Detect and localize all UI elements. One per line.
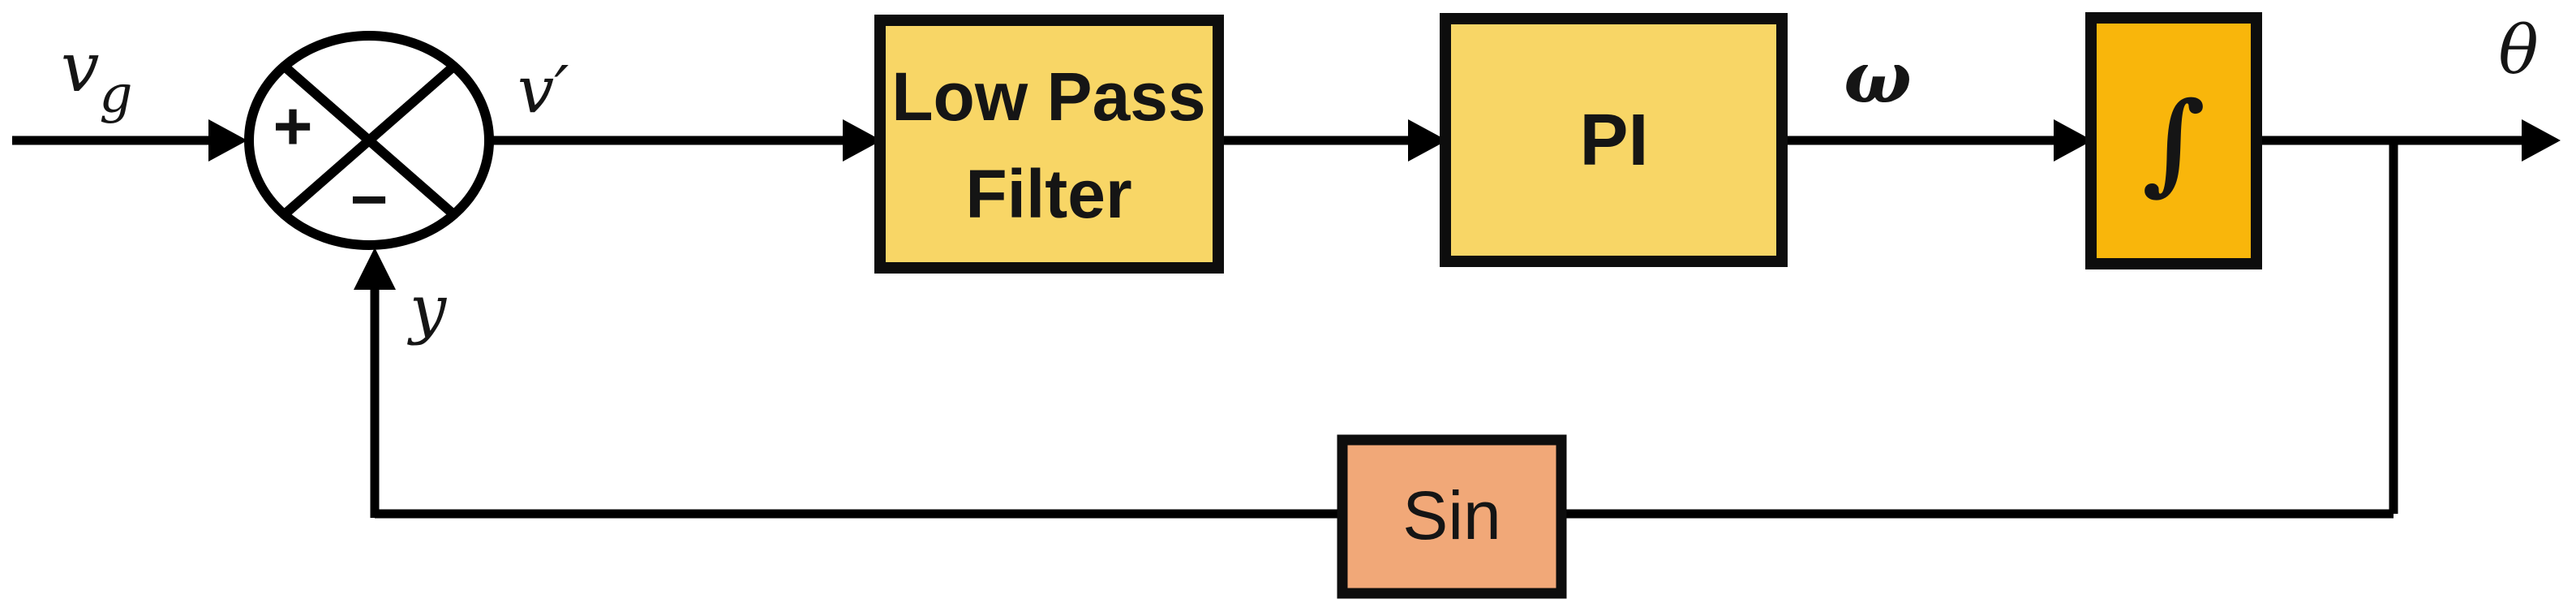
pi-block: PI	[1440, 13, 1788, 267]
low-pass-filter-label-line1: Low Pass	[891, 58, 1205, 135]
input-signal-base: v	[61, 28, 99, 107]
arrowhead-into-integrator	[2054, 119, 2093, 162]
integrator-rect	[2085, 12, 2262, 269]
sin-rect	[1337, 434, 1567, 599]
minus-sign: −	[350, 163, 389, 235]
arrowhead-output	[2522, 119, 2561, 162]
arrowhead-into-pi	[1408, 119, 1447, 162]
input-signal-label: vg	[61, 28, 132, 125]
low-pass-filter-label-line2: Filter	[965, 156, 1131, 232]
plus-sign: +	[273, 88, 312, 164]
summing-junction-cross-line2	[282, 63, 456, 218]
arrowhead-into-summer	[208, 119, 247, 162]
feedback-signal-label: y	[407, 271, 448, 347]
low-pass-filter-block: Low Pass Filter	[874, 15, 1224, 274]
omega-signal-label: ω	[1844, 35, 1912, 119]
arrowhead-feedback-up	[354, 248, 396, 290]
sin-block: Sin	[1337, 434, 1567, 599]
pi-rect	[1440, 13, 1788, 267]
input-signal-subscript: g	[99, 65, 132, 125]
error-signal-label: v′	[517, 52, 569, 127]
arrowheads	[208, 119, 2561, 290]
summing-junction: + −	[244, 31, 494, 250]
integrator-label: ∫	[2142, 77, 2205, 206]
pi-label: PI	[1579, 100, 1648, 181]
low-pass-filter-rect	[874, 15, 1224, 274]
theta-signal-label: θ	[2498, 12, 2538, 89]
arrowhead-into-lpf	[843, 119, 882, 162]
sin-label: Sin	[1402, 477, 1501, 554]
integrator-block: ∫	[2085, 12, 2262, 269]
